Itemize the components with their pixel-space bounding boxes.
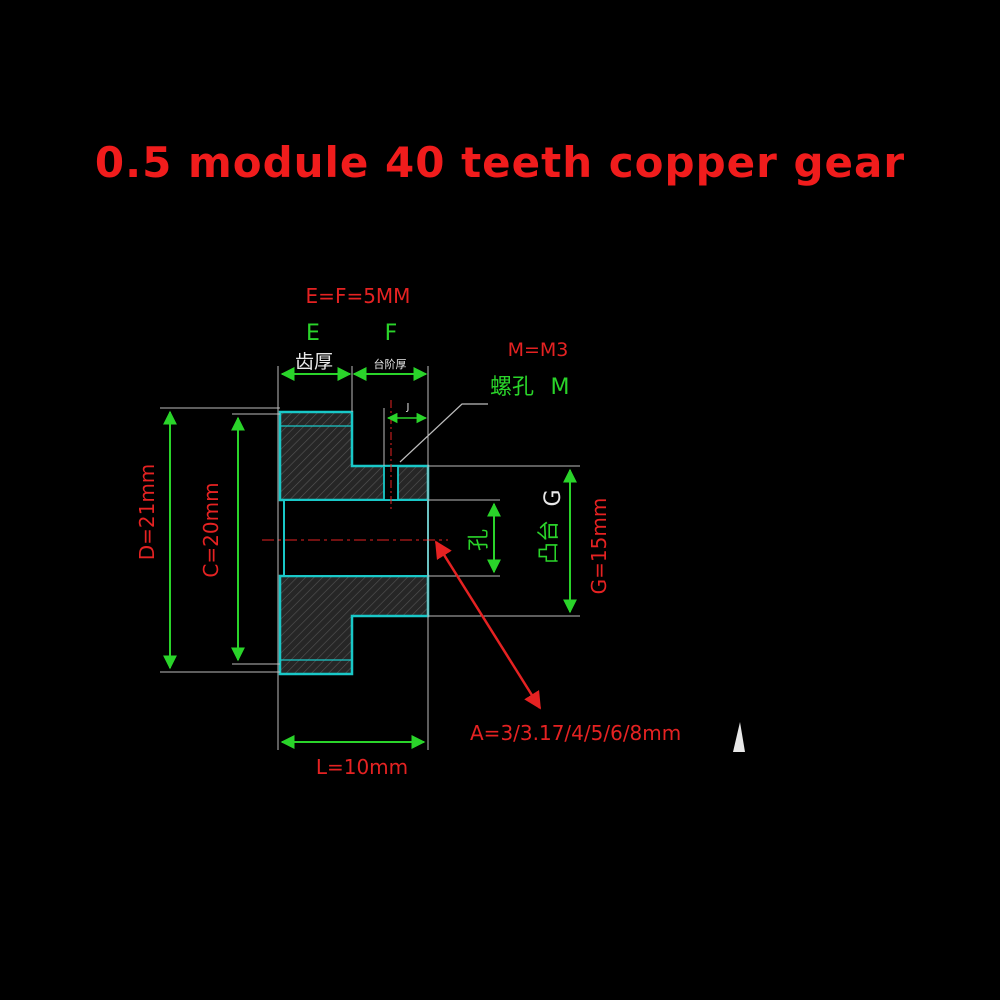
extension-lines bbox=[160, 366, 580, 750]
label-m: M bbox=[551, 375, 570, 400]
label-g: G bbox=[541, 489, 566, 506]
label-g-eq: G=15mm bbox=[587, 498, 611, 595]
cursor-icon bbox=[733, 722, 745, 752]
gear-bore bbox=[283, 499, 429, 577]
label-f: F bbox=[385, 321, 398, 346]
page-title: 0.5 module 40 teeth copper gear bbox=[94, 138, 906, 187]
label-boss-cn: 凸台 bbox=[537, 520, 562, 564]
label-d: D=21mm bbox=[135, 464, 159, 561]
gear-section bbox=[262, 400, 448, 676]
label-m-eq: M=M3 bbox=[508, 339, 569, 361]
dimension-lines bbox=[163, 367, 577, 749]
label-j: J bbox=[406, 402, 410, 413]
label-l: L=10mm bbox=[316, 755, 408, 779]
label-m-cn: 螺孔 bbox=[490, 375, 534, 400]
bore-leader bbox=[434, 540, 542, 710]
label-e: E bbox=[306, 321, 320, 346]
label-f-cn: 台阶厚 bbox=[374, 357, 407, 371]
label-c: C=20mm bbox=[199, 482, 223, 577]
label-hole-cn: 孔 bbox=[467, 529, 492, 551]
label-a: A=3/3.17/4/5/6/8mm bbox=[470, 721, 681, 745]
gear-lower-section bbox=[278, 574, 430, 676]
label-ef: E=F=5MM bbox=[306, 284, 411, 308]
screw-leader bbox=[399, 403, 488, 463]
label-e-cn: 齿厚 bbox=[295, 351, 333, 373]
